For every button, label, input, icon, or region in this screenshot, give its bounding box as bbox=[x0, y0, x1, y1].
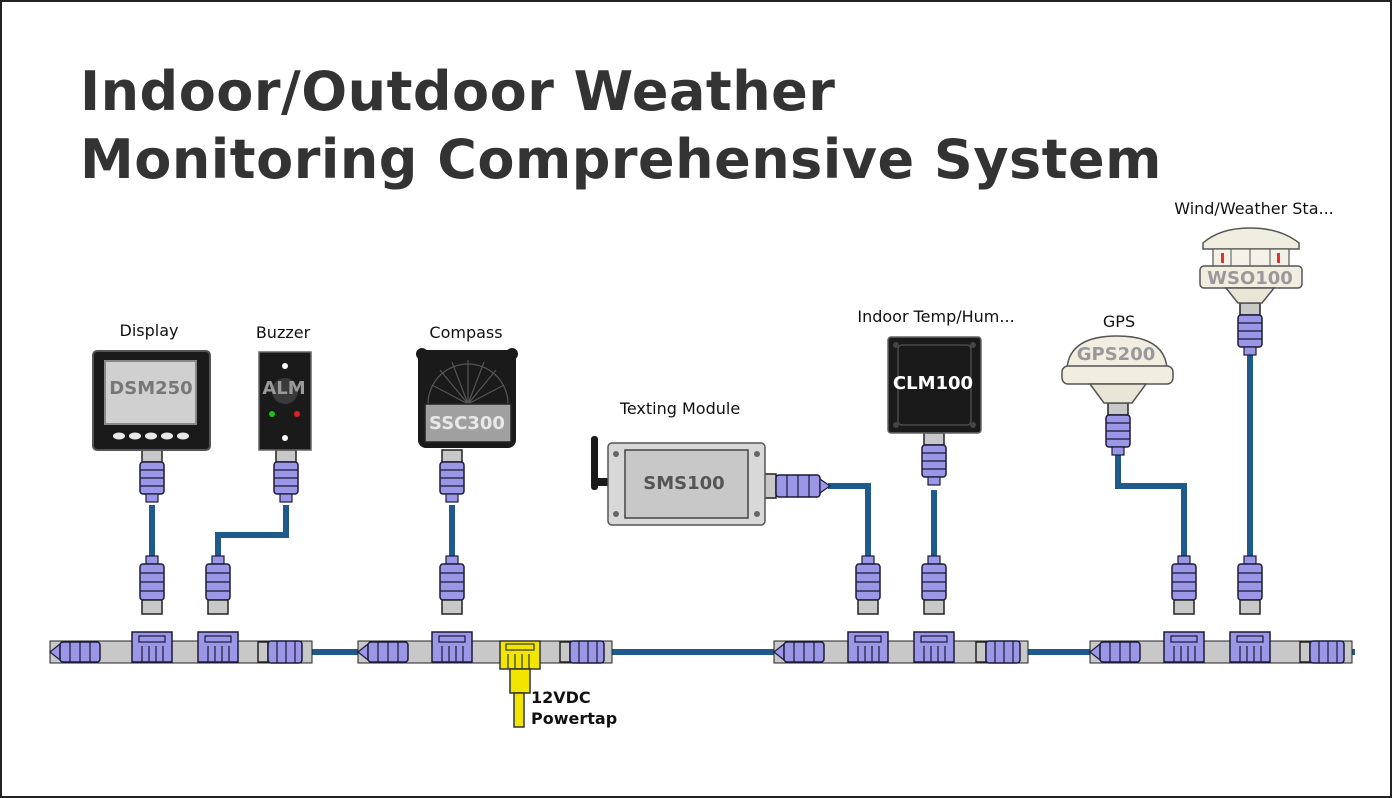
display-device bbox=[92, 350, 211, 451]
buzzer-device bbox=[258, 351, 312, 451]
wind-weather-station-label: Wind/Weather Sta... bbox=[1174, 199, 1334, 218]
title-line-2: Monitoring Comprehensive System bbox=[80, 128, 1162, 191]
wind-weather-station-model: WSO100 bbox=[1207, 268, 1293, 289]
temp-humidity-device bbox=[887, 336, 982, 434]
backbone-segment-center bbox=[357, 640, 613, 664]
drop-connectors-bottom bbox=[139, 555, 1263, 615]
powertap bbox=[499, 640, 541, 728]
temp-humidity-label: Indoor Temp/Hum... bbox=[857, 307, 1014, 326]
drop-cables bbox=[149, 355, 1253, 560]
gps-label: GPS bbox=[1103, 312, 1135, 331]
sms-connector bbox=[763, 473, 832, 499]
compass-label: Compass bbox=[429, 323, 502, 342]
wind-weather-station-device bbox=[1199, 227, 1303, 304]
compass-device bbox=[416, 348, 518, 448]
powertap-label-line2: Powertap bbox=[531, 709, 617, 728]
backbone-segment-left bbox=[49, 640, 313, 664]
title-line-1: Indoor/Outdoor Weather bbox=[80, 60, 836, 123]
backbone-segment-right bbox=[1089, 640, 1353, 664]
gps-device bbox=[1061, 335, 1174, 404]
temp-humidity-model: CLM100 bbox=[893, 373, 973, 394]
buzzer-model: ALM bbox=[262, 378, 305, 399]
gps-model: GPS200 bbox=[1077, 344, 1156, 365]
texting-module-label: Texting Module bbox=[619, 399, 740, 418]
backbone-segment-middle bbox=[773, 640, 1029, 664]
diagram-title: Indoor/Outdoor Weather Monitoring Compre… bbox=[80, 58, 1162, 194]
texting-module-device bbox=[591, 436, 766, 526]
texting-module-model: SMS100 bbox=[643, 473, 724, 494]
display-label: Display bbox=[120, 321, 179, 340]
powertap-label-line1: 12VDC bbox=[531, 688, 591, 707]
display-model: DSM250 bbox=[109, 378, 192, 399]
compass-model: SSC300 bbox=[429, 413, 505, 434]
buzzer-label: Buzzer bbox=[256, 323, 311, 342]
